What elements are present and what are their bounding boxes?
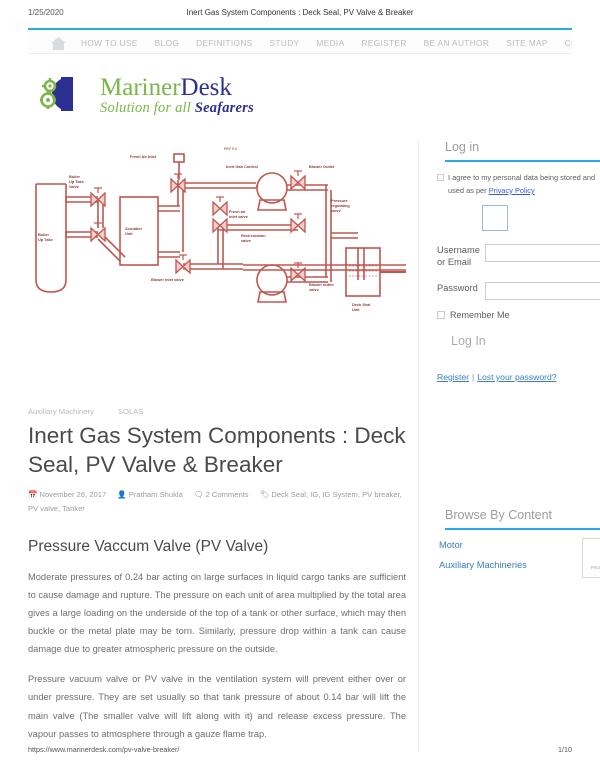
nav-item-blog[interactable]: BLOG: [154, 38, 180, 48]
article-categories: Auxiliary Machinery SOLAS: [28, 407, 406, 416]
username-label: Username or Email: [437, 244, 480, 268]
svg-text:Deck Seal: Deck Seal: [352, 302, 370, 307]
browse-widget-title: Browse By Content: [445, 508, 600, 530]
nav-item-be-an-author[interactable]: BE AN AUTHOR: [423, 38, 490, 48]
svg-text:Blower Outlet: Blower Outlet: [309, 164, 335, 169]
consent-text-line2: and used as per: [448, 173, 596, 195]
browse-by-content-widget: Browse By Content Motor Auxiliary Machin…: [437, 508, 600, 578]
svg-text:Boiler: Boiler: [69, 174, 81, 179]
footer-page-number: 1/10: [558, 745, 572, 754]
nav-item-contact[interactable]: CONT.: [564, 38, 572, 48]
login-links: Register|Lost your password?: [437, 372, 557, 382]
captcha-placeholder[interactable]: [482, 204, 508, 231]
print-header: 1/25/2020 Inert Gas System Components : …: [0, 0, 600, 28]
svg-text:Boiler: Boiler: [38, 232, 50, 237]
privacy-policy-link[interactable]: Privacy Policy: [488, 185, 535, 195]
print-footer: https://www.marinerdesk.com/pv-valve-bre…: [28, 745, 572, 754]
nav-list: HOW TO USE BLOG DEFINITIONS STUDY MEDIA …: [28, 30, 572, 56]
register-link[interactable]: Register: [437, 372, 469, 382]
main-navigation: HOW TO USE BLOG DEFINITIONS STUDY MEDIA …: [28, 28, 572, 54]
nav-item-study[interactable]: STUDY: [269, 38, 300, 48]
section-heading: Pressure Vaccum Valve (PV Valve): [28, 537, 269, 555]
article-paragraph: Moderate pressures of 0.24 bar acting on…: [28, 571, 406, 655]
user-icon: 👤: [117, 489, 127, 499]
calendar-icon: 📅: [28, 489, 38, 499]
svg-text:valve: valve: [241, 238, 252, 243]
svg-text:valve: valve: [309, 287, 320, 292]
remember-me-label: Remember Me: [450, 310, 510, 320]
login-widget-title: Log in: [445, 140, 600, 162]
article-meta: 📅November 26, 2017 👤Pratham Shukla 🗨2 Co…: [28, 488, 406, 516]
comment-icon: 🗨: [193, 489, 204, 499]
svg-text:Inert Gas Control: Inert Gas Control: [226, 164, 258, 169]
svg-text:Blower outlet: Blower outlet: [309, 282, 334, 287]
username-field-row: Username or Email: [437, 243, 600, 269]
svg-text:Scrubber: Scrubber: [125, 226, 143, 231]
username-input[interactable]: [485, 243, 600, 262]
consent-row[interactable]: I agree to my personal data being stored…: [437, 172, 600, 198]
log-in-button[interactable]: Log In: [451, 334, 486, 348]
svg-text:regulating: regulating: [331, 203, 350, 208]
recaptcha-badge[interactable]: Privacy - Terms: [582, 538, 600, 578]
category-auxiliary-machinery[interactable]: Auxiliary Machinery: [28, 407, 94, 416]
svg-text:Blower Inlet valve: Blower Inlet valve: [151, 277, 185, 282]
browse-item-motor[interactable]: Motor: [439, 540, 463, 550]
meta-tags[interactable]: Deck Seal, IG, IG System, PV breaker, PV…: [28, 489, 402, 513]
article-column: Boiler Up Take Boiler Up Take Valve Fres…: [28, 140, 419, 753]
svg-text:Up Take: Up Take: [38, 237, 54, 242]
page-title: Inert Gas System Components : Deck Seal,…: [28, 423, 406, 477]
gear-logo-icon: [38, 73, 92, 117]
logo-name-part1: Mariner: [100, 73, 181, 101]
password-label: Password: [437, 283, 478, 293]
svg-text:Valve: Valve: [69, 184, 80, 189]
footer-url: https://www.marinerdesk.com/pv-valve-bre…: [28, 745, 180, 754]
nav-item-definitions[interactable]: DEFINITIONS: [196, 38, 253, 48]
site-logo[interactable]: MarinerDesk Solution for all Seafarers: [38, 68, 600, 122]
print-date: 1/25/2020: [28, 8, 64, 17]
password-input[interactable]: [485, 282, 600, 300]
meta-comments[interactable]: 2 Comments: [205, 489, 249, 499]
logo-tagline-part2: Seafarers: [194, 99, 254, 116]
svg-text:Recirculation: Recirculation: [241, 233, 266, 238]
consent-text-line1: I agree to my personal data being stored: [448, 173, 581, 182]
svg-text:Fresh Air Inlet: Fresh Air Inlet: [130, 154, 157, 159]
page-columns: Boiler Up Take Boiler Up Take Valve Fres…: [28, 140, 600, 753]
nav-item-how-to-use[interactable]: HOW TO USE: [81, 38, 138, 48]
password-field-row: Password: [437, 282, 600, 300]
meta-author[interactable]: Pratham Shukla: [128, 489, 183, 499]
logo-name-part2: Desk: [180, 73, 232, 101]
nav-item-register[interactable]: REGISTER: [361, 38, 407, 48]
nav-item-media[interactable]: MEDIA: [316, 38, 345, 48]
svg-text:Up Take: Up Take: [69, 179, 85, 184]
logo-tagline-part1: Solution for all: [100, 99, 192, 116]
consent-text: I agree to my personal data being stored…: [448, 172, 600, 198]
browse-item-auxiliary-machineries[interactable]: Auxiliary Machineries: [439, 560, 527, 570]
meta-date: November 26, 2017: [39, 489, 107, 499]
svg-text:Unit: Unit: [125, 231, 133, 236]
category-solas[interactable]: SOLAS: [117, 407, 144, 416]
tag-icon: 🏷: [259, 489, 270, 499]
article-paragraph: Pressure vacuum valve or PV valve in the…: [28, 674, 406, 739]
svg-text:Inlet valve: Inlet valve: [229, 214, 249, 219]
svg-text:Pressure: Pressure: [331, 198, 348, 203]
print-page-title: Inert Gas System Components : Deck Seal,…: [186, 8, 414, 17]
remember-me-row[interactable]: Remember Me: [437, 310, 600, 320]
nav-item-site-map[interactable]: SITE MAP: [506, 38, 548, 48]
sidebar: Log in I agree to my personal data being…: [419, 140, 600, 752]
lost-password-link[interactable]: Lost your password?: [477, 372, 557, 382]
home-icon[interactable]: [50, 36, 67, 51]
svg-text:valve: valve: [331, 208, 342, 213]
logo-wordmark: MarinerDesk Solution for all Seafarers: [100, 75, 254, 116]
svg-text:Fresh air: Fresh air: [229, 209, 246, 214]
remember-me-checkbox[interactable]: [437, 311, 445, 319]
svg-text:Unit: Unit: [352, 307, 360, 312]
diagram-marker: PRV 5-4: [224, 147, 237, 151]
inert-gas-system-diagram: Boiler Up Take Boiler Up Take Valve Fres…: [28, 140, 406, 395]
consent-checkbox[interactable]: [437, 174, 444, 181]
